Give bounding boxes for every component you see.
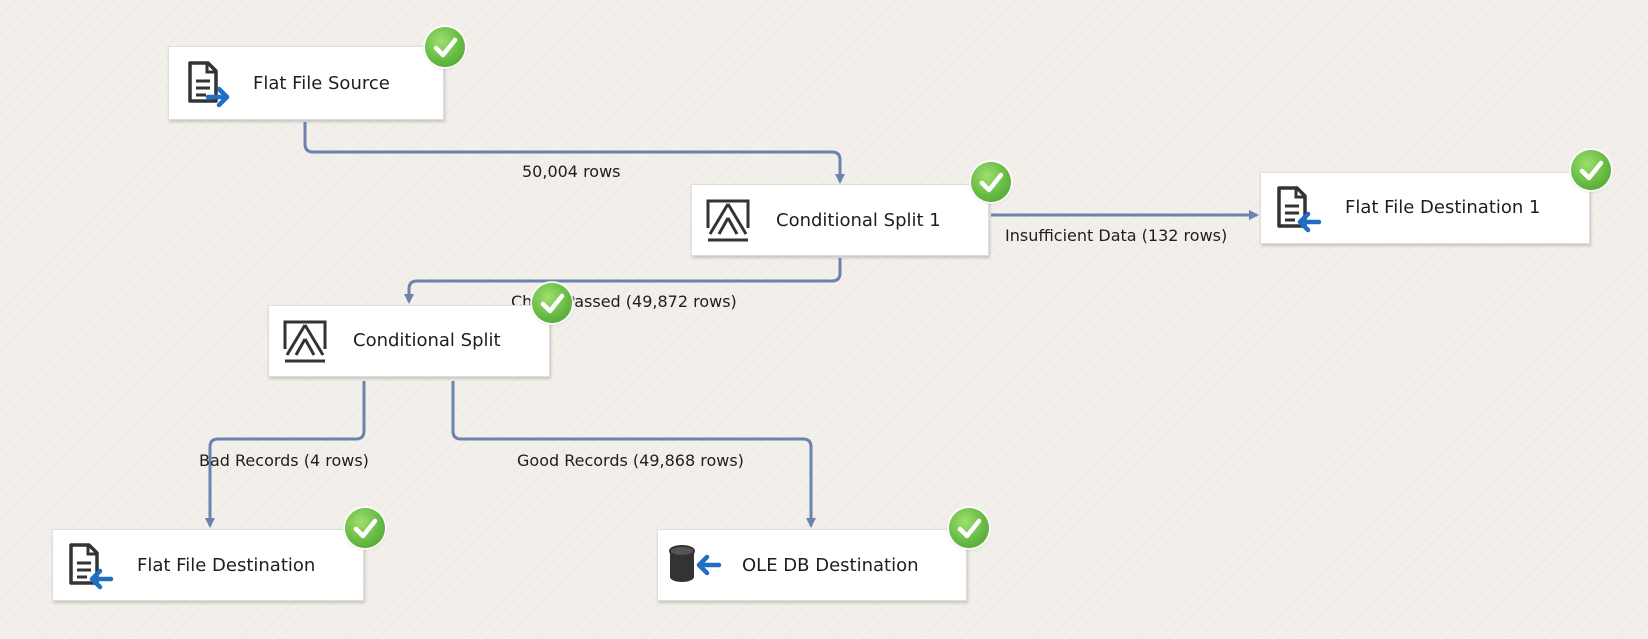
node-label: OLE DB Destination xyxy=(742,555,919,576)
path-label-bad-records: Bad Records (4 rows) xyxy=(199,451,369,470)
ole-db-destination-icon xyxy=(669,545,722,582)
node-flat-file-destination[interactable]: Flat File Destination xyxy=(52,529,364,601)
success-check-icon xyxy=(532,283,572,323)
conditional-split-icon xyxy=(706,199,750,242)
success-check-icon xyxy=(971,162,1011,202)
flat-file-destination-icon xyxy=(1277,186,1322,233)
success-check-icon xyxy=(345,508,385,548)
path-bad-records[interactable] xyxy=(205,381,366,528)
success-check-icon xyxy=(1571,150,1611,190)
node-flat-file-destination-1[interactable]: Flat File Destination 1 xyxy=(1260,172,1590,244)
node-label: Conditional Split 1 xyxy=(776,210,941,231)
path-label-insufficient-data: Insufficient Data (132 rows) xyxy=(1005,226,1228,245)
node-label: Conditional Split xyxy=(353,330,501,351)
path-check-passed[interactable] xyxy=(404,258,842,304)
success-check-icon xyxy=(425,27,465,67)
flat-file-destination-icon xyxy=(69,543,114,590)
path-source-to-split1[interactable] xyxy=(303,122,845,184)
node-label: Flat File Destination 1 xyxy=(1345,197,1541,218)
node-label: Flat File Destination xyxy=(137,555,316,576)
node-flat-file-source[interactable]: Flat File Source xyxy=(168,46,444,120)
path-good-records[interactable] xyxy=(451,381,816,528)
node-ole-db-destination[interactable]: OLE DB Destination xyxy=(657,529,967,601)
success-check-icon xyxy=(949,508,989,548)
path-label-good-records: Good Records (49,868 rows) xyxy=(517,451,744,470)
conditional-split-icon xyxy=(283,320,327,363)
flat-file-source-icon xyxy=(188,61,230,108)
path-label-source-rows: 50,004 rows xyxy=(522,162,621,181)
node-conditional-split-1[interactable]: Conditional Split 1 xyxy=(691,184,989,256)
node-conditional-split[interactable]: Conditional Split xyxy=(268,305,550,377)
node-label: Flat File Source xyxy=(253,73,390,94)
